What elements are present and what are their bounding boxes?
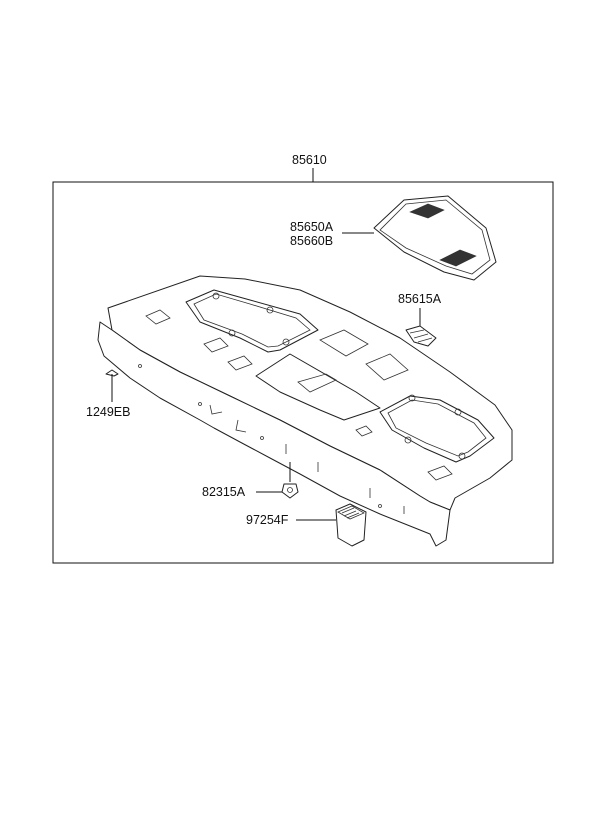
grille-top bbox=[409, 203, 445, 219]
label-85610: 85610 bbox=[292, 153, 327, 167]
fastener-part bbox=[281, 483, 299, 499]
clip-part bbox=[405, 325, 437, 347]
speaker-cover-part bbox=[373, 195, 497, 281]
label-97254F: 97254F bbox=[246, 513, 289, 527]
grille-bottom bbox=[439, 249, 477, 267]
cap-part bbox=[335, 503, 367, 547]
assembly-frame bbox=[52, 181, 554, 564]
label-85660B: 85660B bbox=[290, 234, 333, 248]
label-85650A: 85650A bbox=[290, 220, 334, 234]
label-82315A: 82315A bbox=[202, 485, 246, 499]
label-85615A: 85615A bbox=[398, 292, 442, 306]
screw-part bbox=[105, 369, 119, 388]
package-tray-panel bbox=[97, 275, 513, 547]
label-1249EB: 1249EB bbox=[86, 405, 130, 419]
